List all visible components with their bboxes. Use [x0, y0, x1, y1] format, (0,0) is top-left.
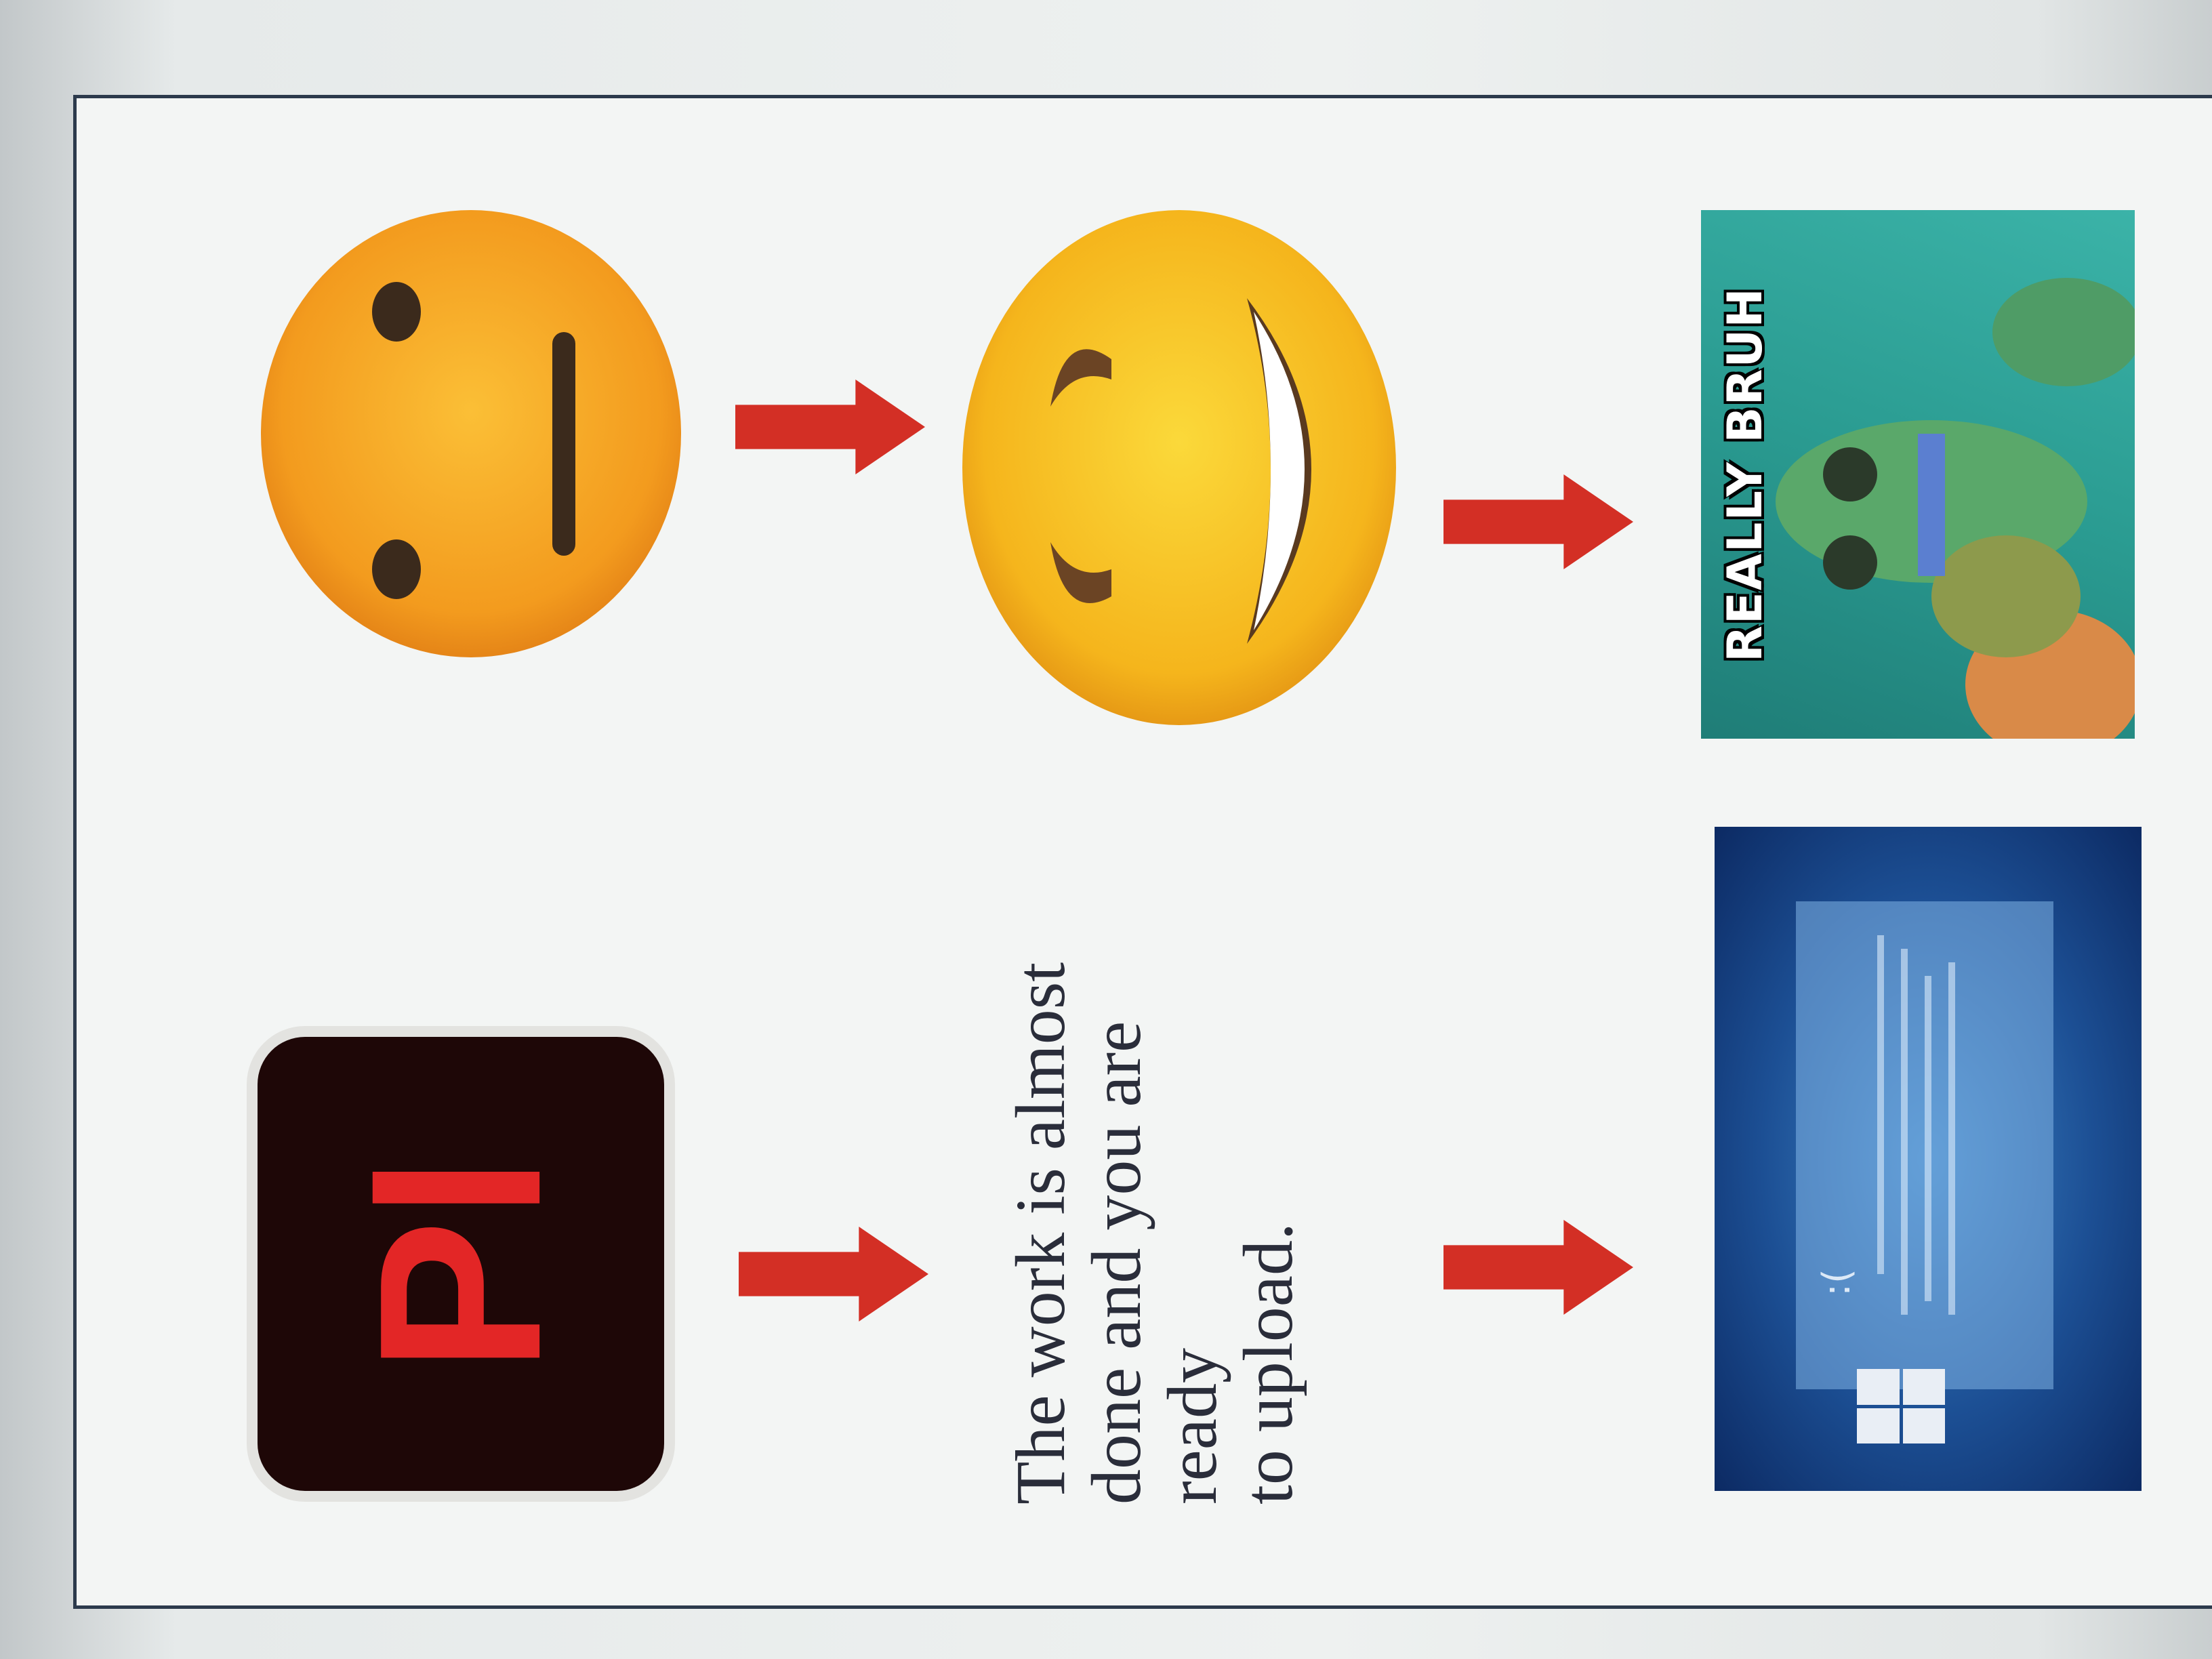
caption-text: The work is almost done and you are read… — [1002, 854, 1307, 1504]
cartoon-characters-illustration — [1776, 278, 2135, 739]
blue-screen-image: :( — [1715, 827, 2142, 1491]
bsod-text-line — [1901, 949, 1908, 1315]
caption-line-3: to upload. — [1229, 1223, 1307, 1504]
bsod-text-line — [1925, 976, 1931, 1301]
bsod-text-line — [1948, 962, 1955, 1315]
grinning-face-emoji-icon — [962, 210, 1396, 725]
app-icon-label: Pl — [331, 1155, 590, 1373]
app-icon: Pl — [258, 1037, 664, 1491]
neutral-face-emoji-icon — [261, 210, 681, 657]
sad-face-icon: :( — [1814, 1269, 1859, 1296]
really-bruh-meme-image: REALLY BRUH — [1701, 210, 2135, 739]
right-arrow-icon — [1443, 474, 1633, 569]
caption-line-1: The work is almost — [1002, 962, 1080, 1504]
bsod-text-line — [1877, 935, 1884, 1274]
right-arrow-icon — [1443, 1220, 1633, 1315]
right-arrow-icon — [739, 1227, 928, 1322]
right-arrow-icon — [735, 380, 925, 474]
caption-line-2: done and you are ready — [1078, 1021, 1231, 1504]
meme-caption: REALLY BRUH — [1717, 287, 1774, 662]
windows-logo-icon — [1857, 1369, 1945, 1443]
